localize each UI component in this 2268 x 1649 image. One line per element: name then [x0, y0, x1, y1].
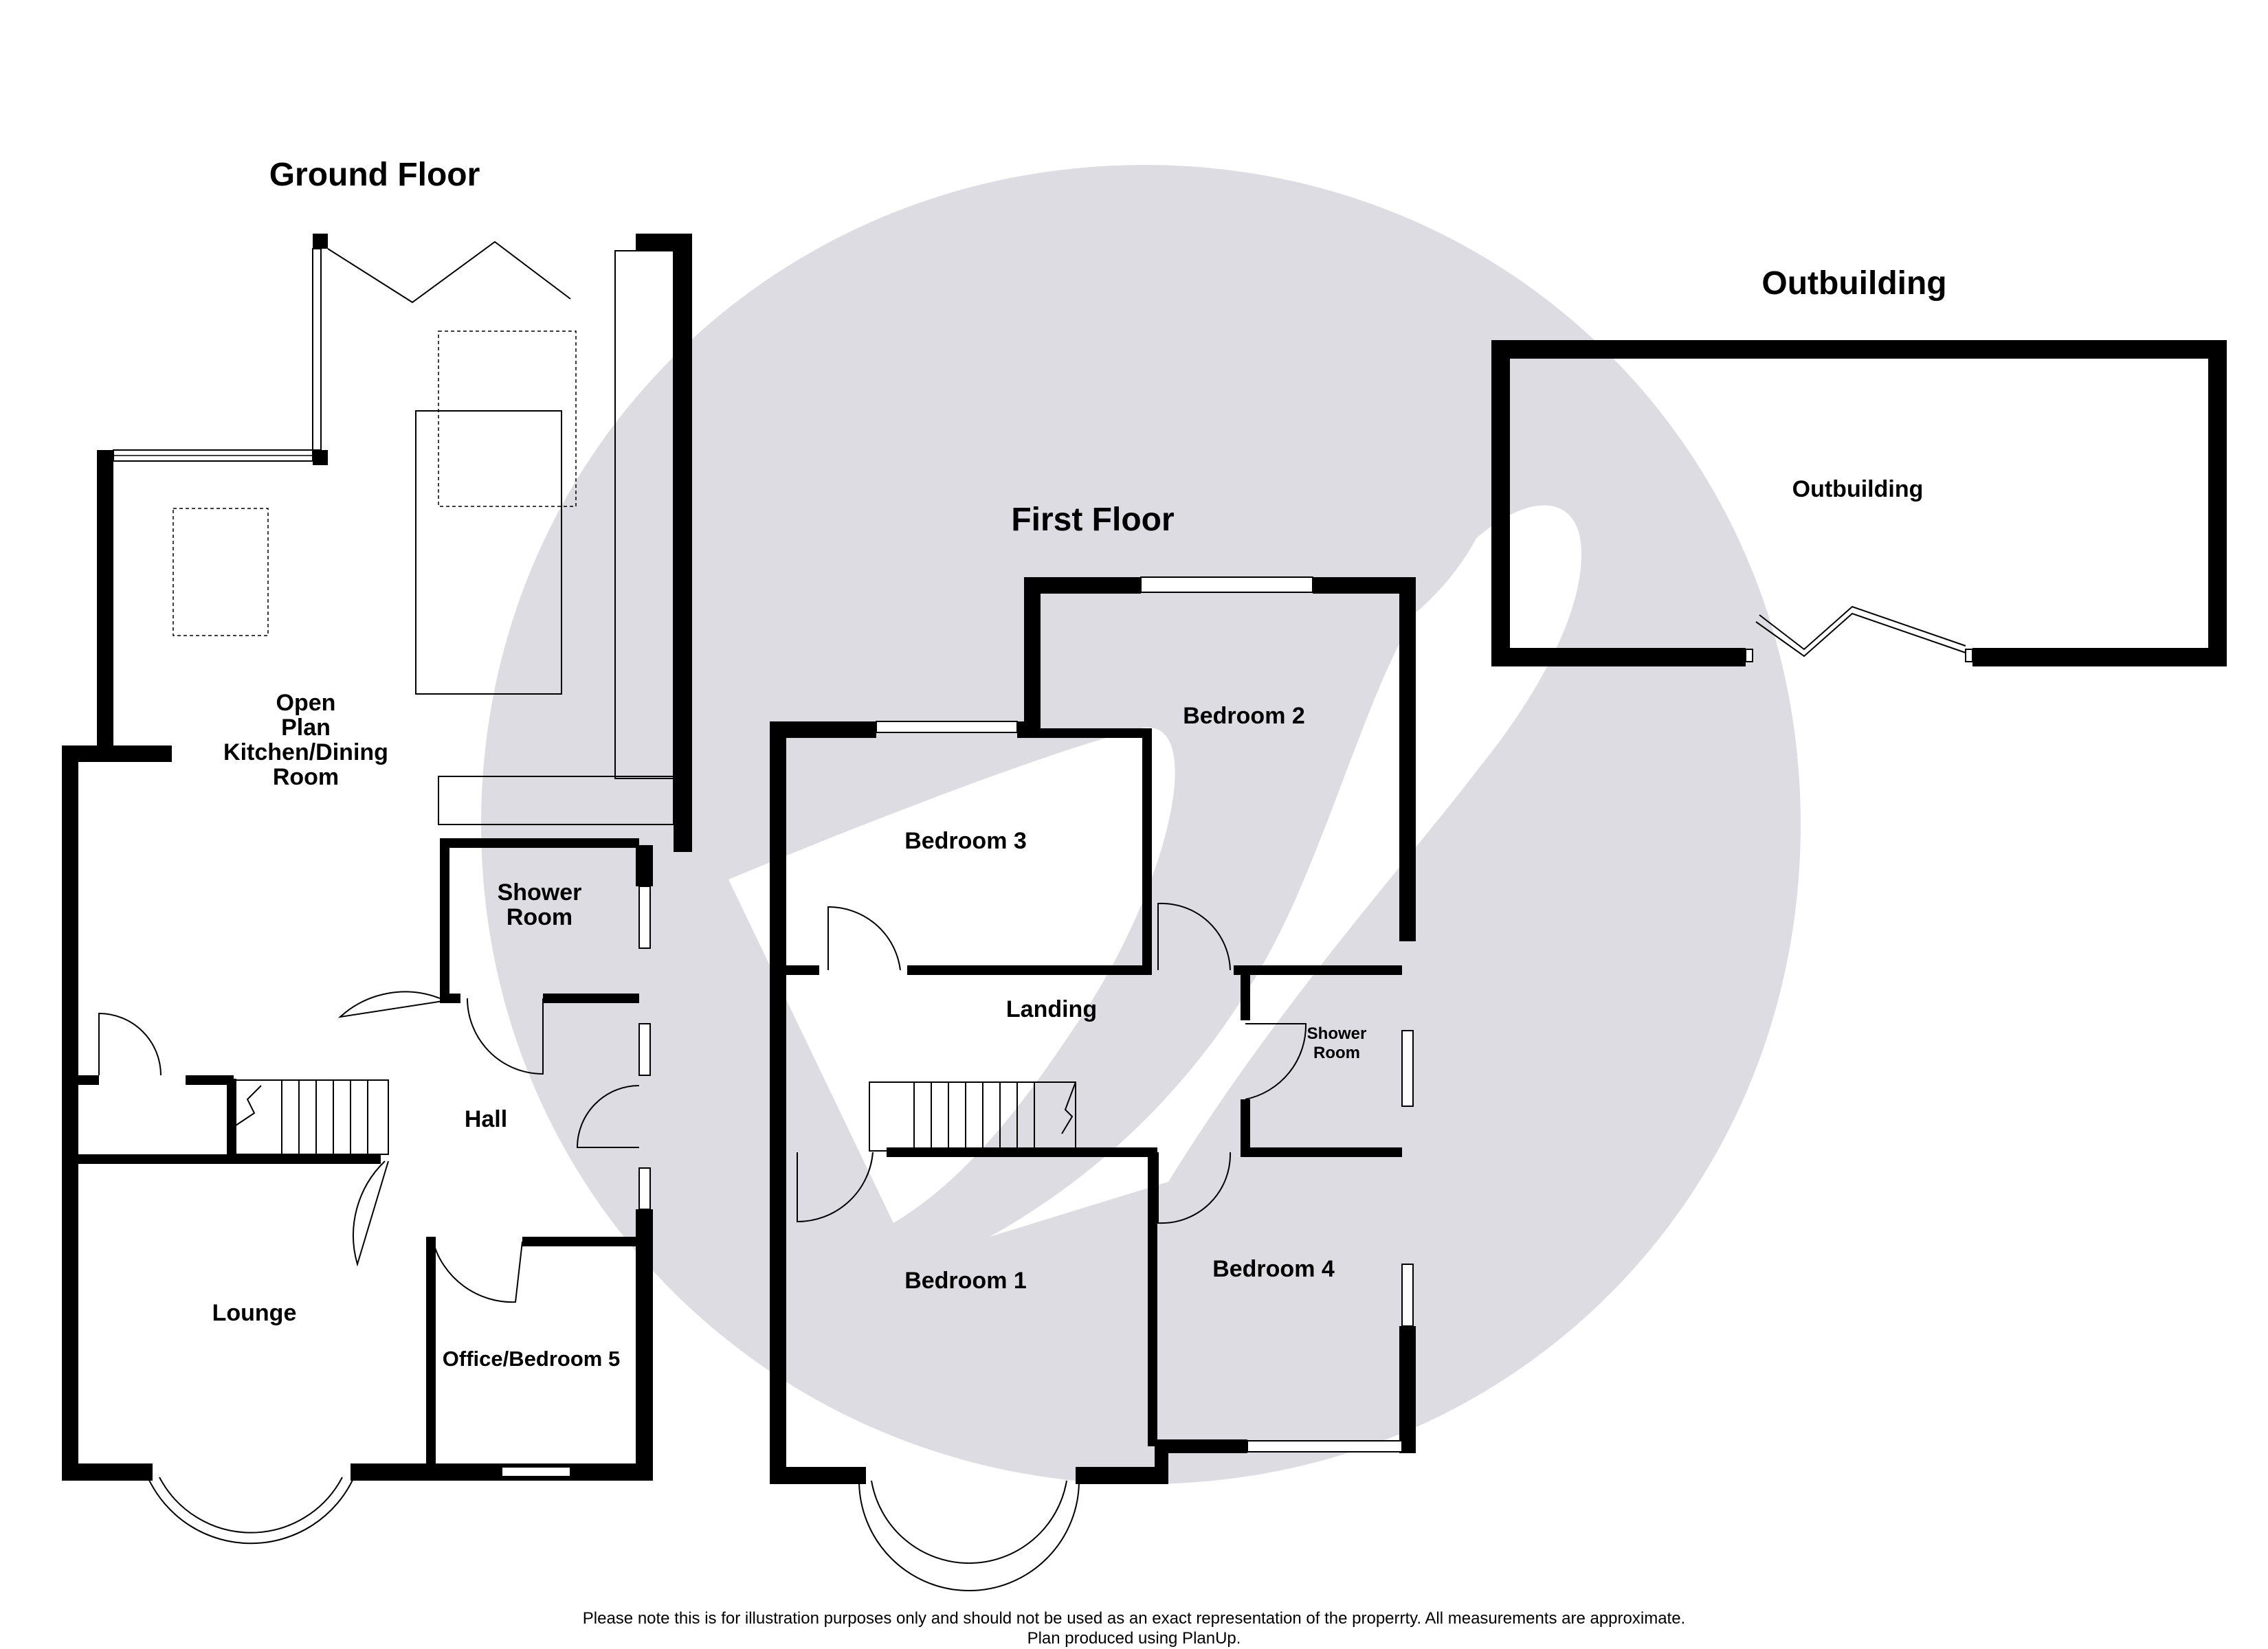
- room-label-bedroom3: Bedroom 3: [904, 828, 1027, 854]
- room-label-lounge: Lounge: [212, 1300, 297, 1326]
- door-swing: [467, 998, 544, 1075]
- room-label-shower-first: Shower Room: [1307, 1024, 1367, 1062]
- window: [312, 248, 322, 451]
- credit-text: Plan produced using PlanUp.: [1027, 1629, 1241, 1648]
- staircase: [233, 1079, 389, 1155]
- bay-window: [858, 1480, 1080, 1591]
- svg-text:Open: Open: [276, 690, 336, 716]
- disclaimer-text: Please note this is for illustration pur…: [582, 1609, 1686, 1628]
- room-label-hall: Hall: [465, 1106, 507, 1132]
- outbuilding-plan: [1491, 340, 2227, 666]
- door-swing: [98, 1012, 162, 1076]
- first-floor-title: First Floor: [1011, 502, 1174, 538]
- svg-text:Room: Room: [1313, 1044, 1360, 1062]
- door-swing: [1157, 902, 1231, 971]
- window: [876, 576, 1414, 1452]
- svg-text:Shower: Shower: [498, 879, 582, 906]
- bay-window: [147, 1477, 355, 1545]
- door-swing: [797, 1152, 874, 1223]
- watermark-logo: [481, 165, 1801, 1484]
- outbuilding-title: Outbuilding: [1761, 265, 1946, 302]
- room-label-bedroom2: Bedroom 2: [1183, 703, 1305, 729]
- door-swing: [1245, 1023, 1307, 1100]
- window: [113, 449, 313, 462]
- room-label-bedroom4: Bedroom 4: [1212, 1256, 1335, 1282]
- room-label-office: Office/Bedroom 5: [443, 1347, 620, 1371]
- door-swing: [827, 906, 901, 971]
- svg-text:Shower: Shower: [1307, 1024, 1367, 1043]
- ground-floor-plan: [62, 234, 692, 1545]
- room-label-outbuilding: Outbuilding: [1792, 476, 1924, 502]
- door-swing: [337, 991, 461, 1018]
- door-swing: [432, 1241, 523, 1303]
- svg-text:Room: Room: [273, 764, 339, 790]
- window: [501, 886, 651, 1477]
- svg-text:Plan: Plan: [281, 715, 331, 741]
- bifold-door: [327, 240, 571, 304]
- room-label-landing: Landing: [1006, 996, 1097, 1022]
- bifold-door: [1755, 612, 1966, 658]
- door-swing: [576, 1085, 640, 1148]
- door-swing: [1157, 1152, 1232, 1224]
- ground-floor-title: Ground Floor: [269, 157, 480, 193]
- room-label-bedroom1: Bedroom 1: [904, 1268, 1027, 1294]
- door-swing: [353, 1160, 389, 1267]
- room-label-shower-ground: Shower Room: [498, 879, 582, 930]
- svg-text:Room: Room: [507, 904, 572, 930]
- room-label-kitchen: Open Plan Kitchen/Dining Room: [223, 690, 388, 790]
- staircase: [869, 1081, 1076, 1152]
- svg-text:Kitchen/Dining: Kitchen/Dining: [223, 739, 388, 765]
- first-floor-plan: [770, 576, 1416, 1591]
